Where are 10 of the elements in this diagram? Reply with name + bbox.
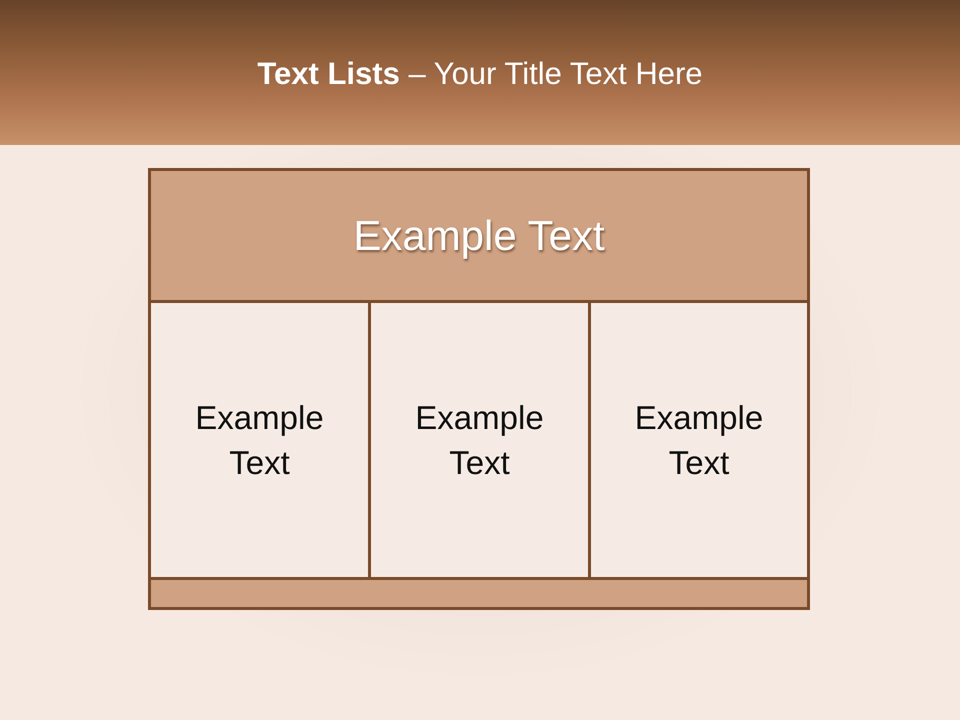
footer-bar xyxy=(148,577,810,610)
text-panel xyxy=(368,300,591,580)
heading-box xyxy=(148,168,810,303)
text-panel xyxy=(588,300,810,580)
panel-text: Example Text xyxy=(414,398,545,483)
panel-text: Example Text xyxy=(634,398,764,483)
panel-text: Example Text xyxy=(194,398,325,483)
slide-title: Text Lists – Your Title Text Here xyxy=(256,55,704,93)
text-panel xyxy=(148,300,371,580)
heading-text: Example Text xyxy=(353,211,605,261)
